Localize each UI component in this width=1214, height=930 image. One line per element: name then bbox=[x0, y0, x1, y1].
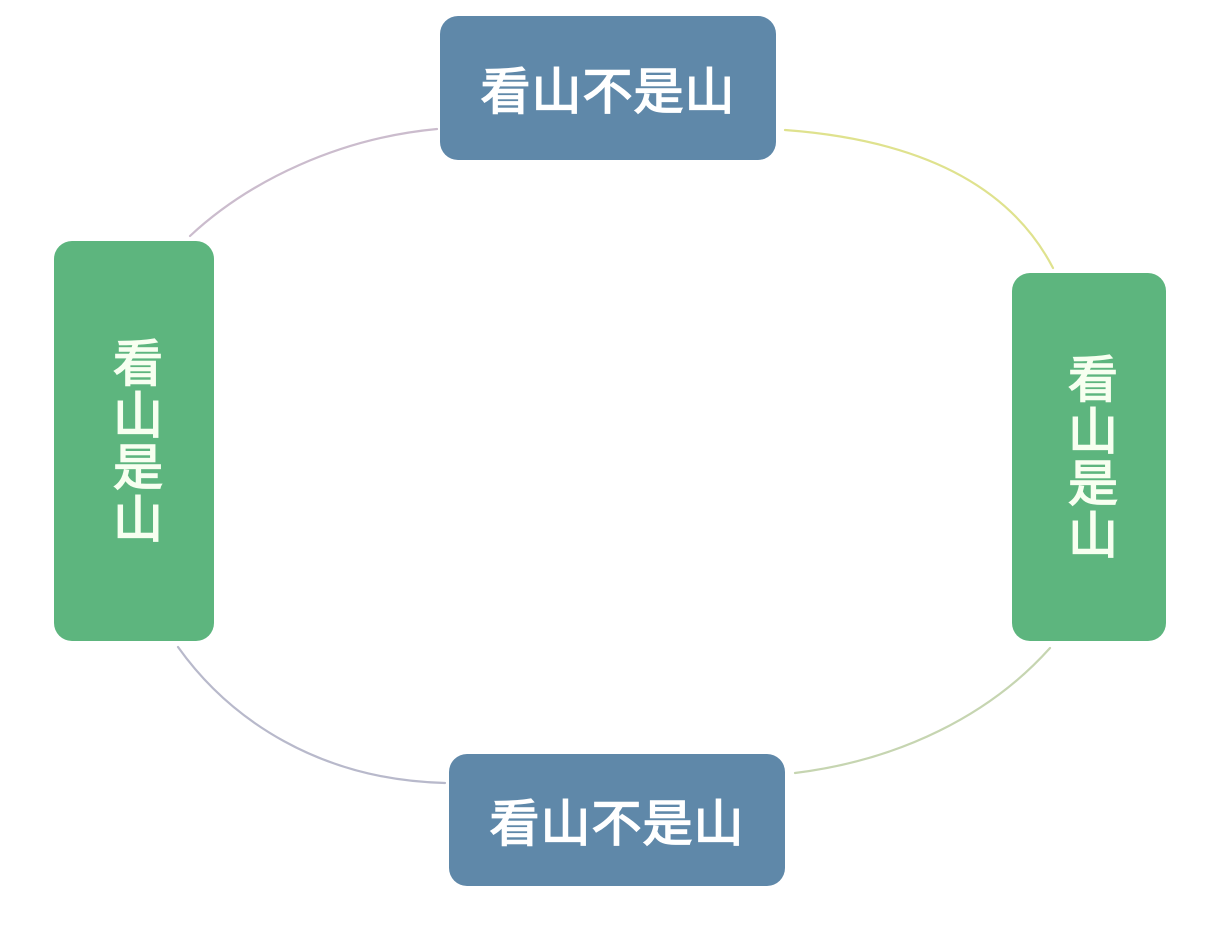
connector-top-right bbox=[783, 128, 1055, 270]
cycle-node-bottom: 看山不是山 bbox=[449, 754, 785, 886]
cycle-node-left: 看山是山 bbox=[54, 241, 214, 641]
node-label-right: 看山是山 bbox=[1060, 353, 1118, 561]
node-label-left: 看山是山 bbox=[105, 337, 163, 545]
connector-bottom-left bbox=[176, 645, 447, 785]
cycle-node-top: 看山不是山 bbox=[440, 16, 776, 160]
connector-right-bottom bbox=[793, 646, 1052, 775]
connector-left-top bbox=[188, 127, 439, 238]
node-label-bottom: 看山不是山 bbox=[489, 795, 745, 853]
node-label-top: 看山不是山 bbox=[480, 63, 736, 121]
cycle-node-right: 看山是山 bbox=[1012, 273, 1166, 641]
